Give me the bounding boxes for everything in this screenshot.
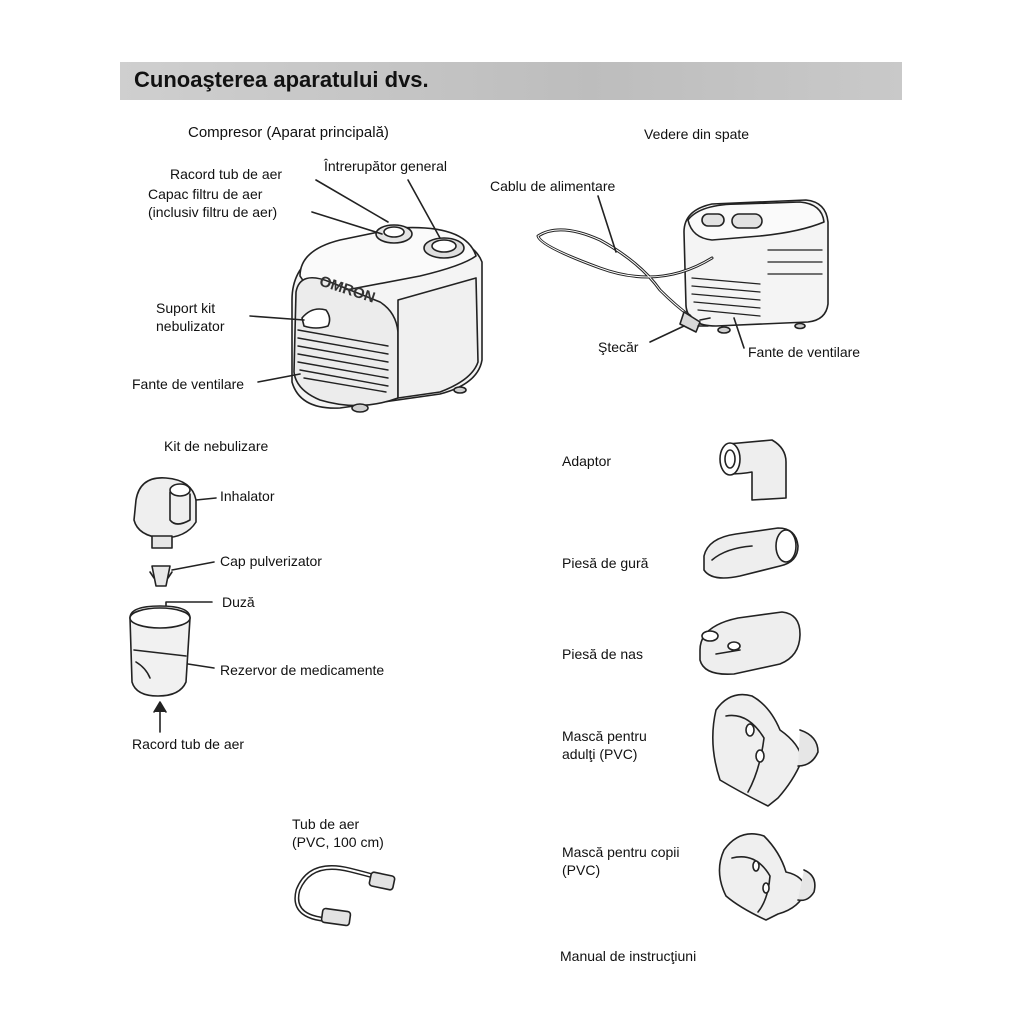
kit-holder-label-2: nebulizator xyxy=(156,318,225,334)
adapter-label: Adaptor xyxy=(562,453,612,469)
page-title: Cunoaşterea aparatului dvs. xyxy=(134,67,429,92)
rear-vents-label: Fante de ventilare xyxy=(748,344,861,360)
spray-head-illustration xyxy=(149,561,215,587)
manual-label: Manual de instrucţiuni xyxy=(560,948,697,964)
rear-view-illustration xyxy=(536,195,829,349)
compressor-unit-illustration: OMRON xyxy=(249,179,483,413)
power-cable-label: Cablu de alimentare xyxy=(490,178,616,194)
inhaler-label: Inhalator xyxy=(220,488,275,504)
medication-tank-illustration xyxy=(129,605,215,733)
rear-view-title: Vedere din spate xyxy=(644,126,750,142)
air-tube-port-label: Racord tub de aer xyxy=(170,166,283,182)
nozzle-label: Duză xyxy=(222,594,255,610)
adult-mask-label-2: adulţi (PVC) xyxy=(562,746,638,762)
adapter-illustration xyxy=(719,439,787,501)
compressor-vents-label: Fante de ventilare xyxy=(132,376,245,392)
mouthpiece-illustration xyxy=(703,527,799,579)
air-tube-label: Tub de aer xyxy=(292,816,360,832)
child-mask-illustration xyxy=(718,833,816,921)
plug-label: Ştecăr xyxy=(598,339,639,355)
filter-cover-label: Capac filtru de aer xyxy=(148,186,263,202)
adult-mask-label: Mască pentru xyxy=(562,728,647,744)
spray-head-label: Cap pulverizator xyxy=(220,553,322,569)
air-tube-spec-label: (PVC, 100 cm) xyxy=(292,834,384,850)
child-mask-label-2: (PVC) xyxy=(562,862,601,878)
mouthpiece-label: Piesă de gură xyxy=(562,555,649,571)
nosepiece-illustration xyxy=(699,611,801,676)
header-bar: Cunoaşterea aparatului dvs. xyxy=(120,62,902,100)
nosepiece-label: Piesă de nas xyxy=(562,646,643,662)
filter-cover-label-note: (inclusiv filtru de aer) xyxy=(148,204,278,220)
inhaler-illustration xyxy=(133,477,217,549)
adult-mask-illustration xyxy=(712,693,819,807)
kit-holder-label: Suport kit xyxy=(156,300,216,316)
nebulizer-kit-title: Kit de nebulizare xyxy=(164,438,269,454)
medication-tank-label: Rezervor de medicamente xyxy=(220,662,385,678)
power-switch-label: Întrerupător general xyxy=(324,158,447,174)
kit-air-tube-port-label: Racord tub de aer xyxy=(132,736,245,752)
air-tube-illustration xyxy=(294,865,396,927)
compressor-title: Compresor (Aparat principală) xyxy=(188,124,389,141)
child-mask-label: Mască pentru copii xyxy=(562,844,680,860)
